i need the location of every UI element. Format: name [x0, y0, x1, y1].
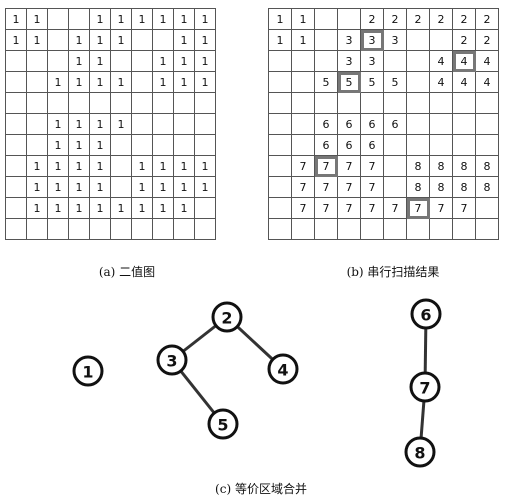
node-6: 6 [410, 298, 442, 330]
node-circle [72, 355, 104, 387]
binary-image-row [5, 218, 216, 240]
node-circle [156, 344, 188, 376]
node-1: 1 [72, 355, 104, 387]
node-3: 3 [156, 344, 188, 376]
binary-image-cell [194, 218, 216, 240]
node-8: 8 [404, 436, 436, 468]
node-label: 5 [217, 416, 228, 435]
scan-result-caption: (b) 串行扫描结果 [346, 265, 440, 279]
node-circle [267, 353, 299, 385]
node-7: 7 [409, 371, 441, 403]
node-label: 6 [420, 306, 431, 325]
binary-image-row [5, 92, 216, 114]
scan-result-row [268, 218, 499, 240]
node-circle [211, 301, 243, 333]
node-4: 4 [267, 353, 299, 385]
node-label: 7 [419, 379, 430, 398]
node-circle [404, 436, 436, 468]
merge-graph-caption: (c) 等价区域合并 [215, 482, 307, 496]
node-5: 5 [207, 408, 239, 440]
node-circle [207, 408, 239, 440]
scan-result-cell: 4 [475, 50, 499, 72]
node-circle [409, 371, 441, 403]
node-2: 2 [211, 301, 243, 333]
node-label: 4 [277, 361, 288, 380]
node-label: 1 [82, 363, 93, 382]
node-label: 2 [221, 309, 232, 328]
node-label: 8 [414, 444, 425, 463]
binary-image-caption: (a) 二值图 [98, 265, 156, 279]
binary-image-cell: 1 [194, 155, 216, 177]
scan-result-cell [475, 218, 499, 240]
node-label: 3 [166, 352, 177, 371]
node-circle [410, 298, 442, 330]
